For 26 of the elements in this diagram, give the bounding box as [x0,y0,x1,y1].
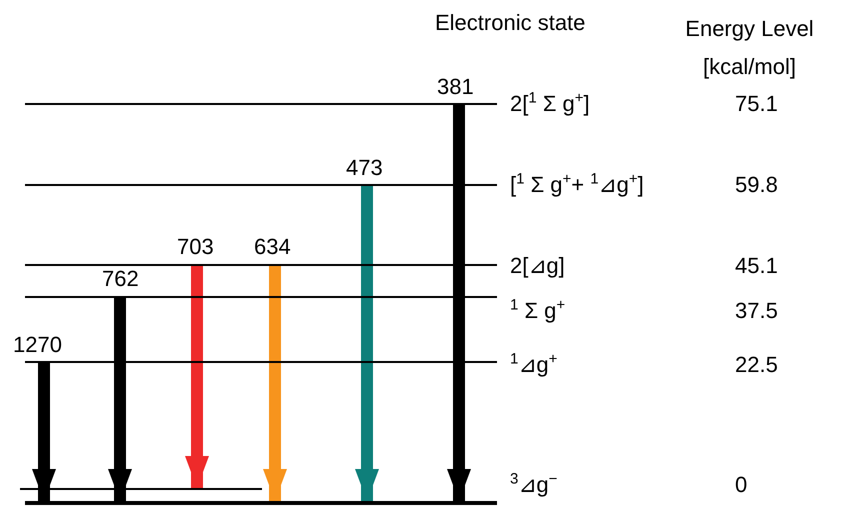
energy-level-line [25,361,497,363]
energy-level-line [25,296,497,298]
energy-value: 45.1 [735,253,778,279]
column-header: Energy Level [kcal/mol] [684,15,815,81]
arrow [108,296,132,501]
energy-value: 37.5 [735,298,778,324]
arrow [355,184,379,501]
arrow [185,264,209,488]
energy-value: 75.1 [735,91,778,117]
state-label: [$^{1}$ Σ g$^{+}$+ $^{1}$⊿g$^{+}$] [510,172,644,198]
energy-level-line [20,488,262,490]
energy-level-line [25,264,497,266]
state-label: 2[⊿g] [510,253,565,279]
energy-value: 59.8 [735,172,778,198]
arrow [447,103,471,501]
column-header: Electronic state [435,10,586,36]
state-label: 2[$^{1}$ Σ g$^{+}$] [510,91,590,117]
energy-value: 22.5 [735,352,778,378]
energy-level-line [25,184,497,186]
energy-value: 0 [735,472,748,498]
arrow [32,361,56,501]
arrow [263,264,287,501]
state-label: $^{1}$ Σ g$^{+}$ [510,298,566,324]
state-label: $^{3}$⊿g$^{−}$ [510,472,558,498]
energy-level-line [25,103,497,105]
state-label: $^{1}$⊿g$^{+}$ [510,352,558,378]
